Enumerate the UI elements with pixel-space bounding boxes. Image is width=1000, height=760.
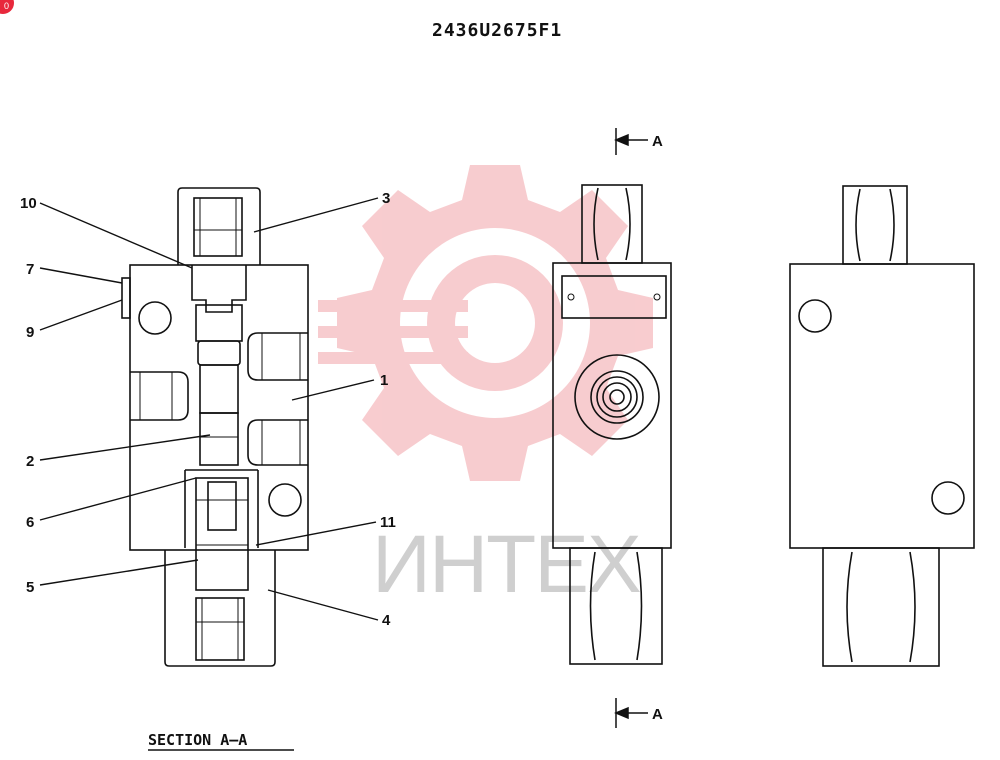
callouts: 10 7 9 3 1 2 6 11 5 4 — [20, 190, 396, 629]
notification-badge: 0 — [0, 0, 14, 14]
section-marker-bottom: A — [652, 706, 663, 723]
callout-3: 3 — [382, 190, 390, 207]
callout-11: 11 — [380, 514, 396, 531]
callout-2: 2 — [26, 453, 34, 470]
watermark-logo — [318, 165, 653, 481]
section-arrows — [614, 128, 648, 728]
front-view — [552, 184, 672, 665]
callout-5: 5 — [26, 579, 34, 596]
callout-1: 1 — [380, 372, 388, 389]
callout-4: 4 — [382, 612, 391, 629]
section-marker-top: A — [652, 133, 663, 150]
callout-7: 7 — [26, 261, 34, 278]
leader-lines — [39, 197, 379, 621]
callout-10: 10 — [20, 195, 37, 212]
badge-count: 0 — [3, 1, 9, 11]
side-view — [789, 185, 975, 667]
section-label: SECTION A—A — [148, 731, 247, 749]
drawing-number: 2436U2675F1 — [432, 20, 562, 41]
watermark-text: ИНТЕХ — [372, 519, 640, 610]
callout-6: 6 — [26, 514, 34, 531]
callout-9: 9 — [26, 324, 34, 341]
section-view — [121, 187, 309, 667]
